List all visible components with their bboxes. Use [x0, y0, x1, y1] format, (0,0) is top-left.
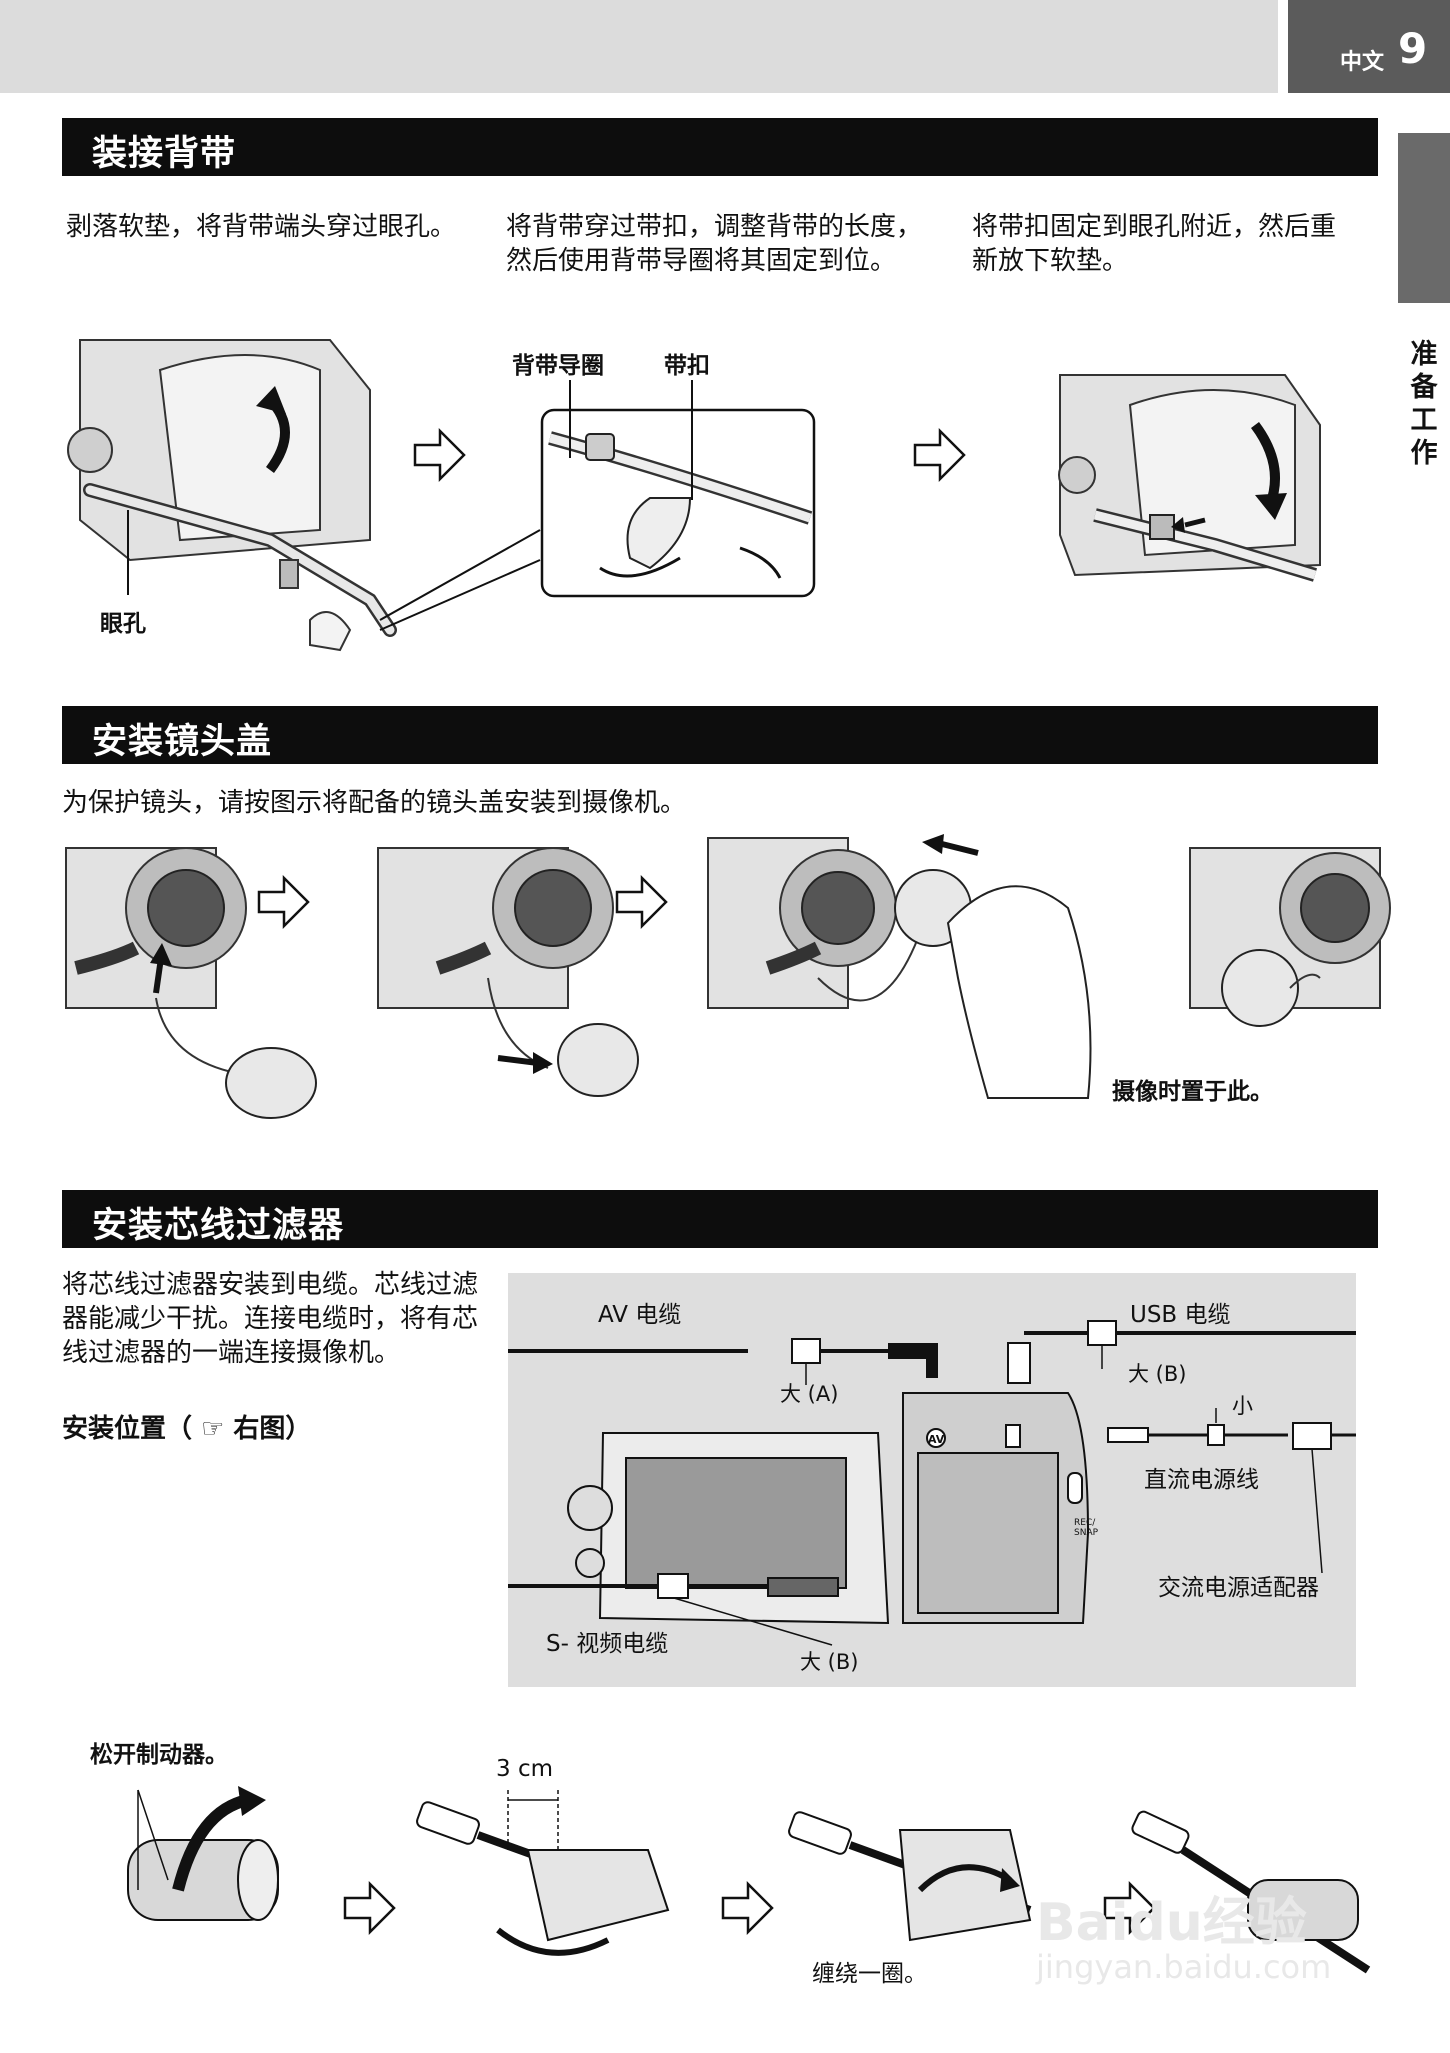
- strap-step-2: 将背带穿过带扣，调整背带的长度，然后使用背带导圈将其固定到位。: [506, 212, 923, 276]
- label-eyelet: 眼孔: [100, 611, 146, 637]
- arrow-right-icon: [413, 427, 466, 483]
- strap-detail-inset: [540, 408, 816, 598]
- section-title: 安装镜头盖: [92, 722, 273, 762]
- core-filter-closed: [1131, 1810, 1371, 1974]
- side-tab: [1398, 133, 1450, 303]
- label-large-b-usb: 大 (B): [1128, 1362, 1187, 1386]
- header-band: [0, 0, 1278, 93]
- cable-connection-diagram: [508, 1320, 1356, 1646]
- arrow-right-icon: [721, 1880, 774, 1936]
- label-wind-once: 缠绕一圈。: [812, 1961, 927, 1987]
- arrow-right-icon: [615, 874, 668, 930]
- core-filter-description: 将芯线过滤器安装到电缆。芯线过滤器能减少干扰。连接电缆时，将有芯线过滤器的一端连…: [62, 1270, 479, 1368]
- label-small: 小: [1232, 1394, 1253, 1418]
- arrow-right-icon: [257, 874, 310, 930]
- label-large-a: 大 (A): [780, 1382, 839, 1406]
- label-pointer-lines: [569, 380, 693, 500]
- label-av-cable: AV 电缆: [598, 1302, 682, 1328]
- language-label: 中文: [1340, 50, 1385, 75]
- install-location-ref: 安装位置（ ☞ 右图）: [62, 1414, 312, 1444]
- core-filter-wind: [788, 1811, 1032, 1942]
- label-rec-snap: REC/ SNAP: [1074, 1518, 1099, 1538]
- strap-illustration-3: [1058, 374, 1321, 582]
- watermark-brand: Baidu经验: [1036, 1893, 1307, 1953]
- lens-cap-step-1: [65, 847, 317, 1119]
- label-stow-here: 摄像时置于此。: [1112, 1079, 1273, 1105]
- lens-cap-step-3: [707, 834, 1092, 1099]
- lens-cap-intro: 为保护镜头，请按图示将配备的镜头盖安装到摄像机。: [62, 788, 687, 818]
- label-av-jack: AV: [928, 1433, 945, 1446]
- lens-cap-stowed: [1189, 847, 1391, 1027]
- section-title-bar-core-filter: 安装芯线过滤器: [62, 1190, 1378, 1248]
- label-release-stopper: 松开制动器。: [90, 1742, 228, 1768]
- core-filter-open: [416, 1790, 670, 1956]
- label-buckle: 带扣: [664, 353, 710, 379]
- inset-leader-lines: [379, 529, 541, 631]
- section-title: 安装芯线过滤器: [92, 1206, 345, 1246]
- watermark-url: jingyan.baidu.com: [1036, 1948, 1332, 1986]
- page-number-box: 中文 9: [1288, 0, 1450, 93]
- arrow-right-icon: [913, 427, 966, 483]
- label-usb-cable: USB 电缆: [1130, 1302, 1231, 1328]
- label-ac-adapter: 交流电源适配器: [1158, 1575, 1319, 1601]
- label-dc-cord: 直流电源线: [1144, 1467, 1259, 1493]
- arrow-right-icon: [1103, 1880, 1156, 1936]
- arrow-right-icon: [343, 1880, 396, 1936]
- label-distance: 3 cm: [496, 1756, 553, 1782]
- strap-step-1: 剥落软垫，将背带端头穿过眼孔。: [66, 212, 457, 242]
- strap-step-3: 将带扣固定到眼孔附近，然后重新放下软垫。: [972, 212, 1337, 276]
- section-title-bar-strap: 装接背带: [62, 118, 1378, 176]
- section-title: 装接背带: [92, 134, 237, 174]
- label-s-video-cable: S- 视频电缆: [546, 1631, 669, 1657]
- label-strap-guide-loop: 背带导圈: [512, 353, 604, 379]
- lens-cap-step-2: [377, 847, 639, 1097]
- page-number: 9: [1398, 24, 1428, 73]
- side-tab-label: 准备工作: [1410, 339, 1438, 469]
- section-title-bar-lens-cap: 安装镜头盖: [62, 706, 1378, 764]
- label-large-b-svideo: 大 (B): [800, 1650, 859, 1674]
- strap-illustration-1: [67, 339, 397, 652]
- core-filter-unlock: [127, 1786, 279, 1921]
